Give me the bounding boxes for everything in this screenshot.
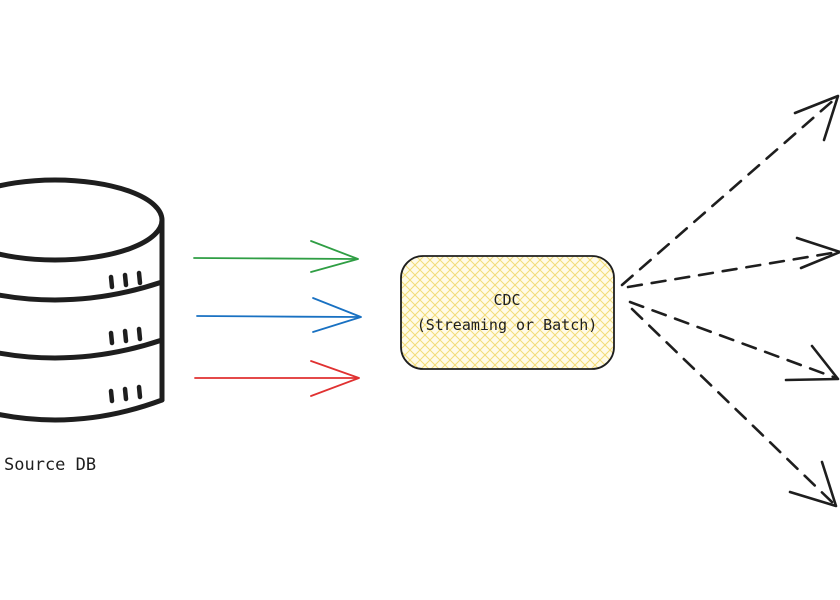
dashed-arrow-3 (628, 300, 840, 382)
cdc-title: CDC (493, 291, 520, 309)
arrow-red (194, 360, 360, 397)
source-db-label: Source DB (4, 455, 96, 475)
dashed-arrow-1 (620, 94, 840, 287)
arrow-green (193, 240, 359, 273)
arrow-blue (196, 297, 362, 333)
fan-out-arrows (620, 94, 840, 508)
database-icon (0, 177, 165, 423)
cdc-subtitle: (Streaming or Batch) (417, 316, 598, 334)
dashed-arrow-4 (630, 307, 838, 508)
cdc-node: CDC (Streaming or Batch) (400, 255, 615, 370)
dashed-arrow-2 (626, 236, 840, 289)
